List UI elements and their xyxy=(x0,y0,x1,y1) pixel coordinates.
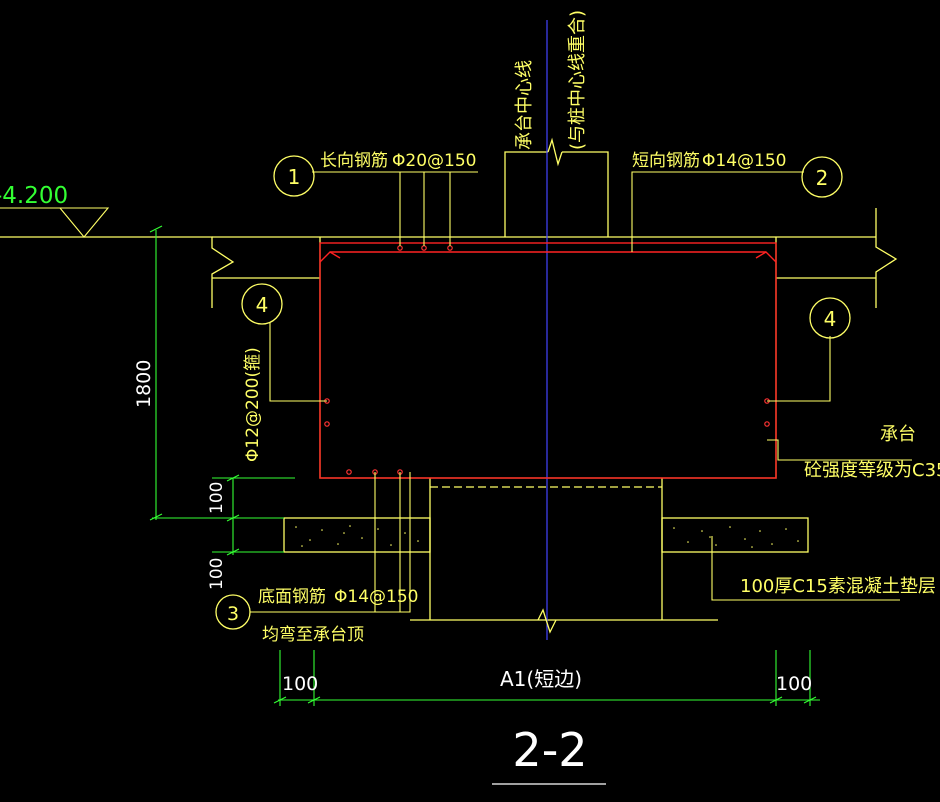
callout-3-number: 3 xyxy=(227,603,239,625)
callout-3-spec: Φ14@150 xyxy=(334,587,418,607)
span-dimension-text: A1(短边) xyxy=(500,667,582,691)
top-bar-hook-left xyxy=(319,251,341,263)
callout-circles xyxy=(215,155,851,630)
centerline-label: 承台中心线 xyxy=(514,60,535,150)
elevation-marker: -4.200 xyxy=(0,183,110,238)
callout-3-note: 均弯至承台顶 xyxy=(262,625,364,645)
callout-circle-3 xyxy=(215,594,251,630)
pile-cap-label: 承台 xyxy=(880,424,916,445)
callout-circle-4-right xyxy=(809,297,851,339)
ground-break-right xyxy=(875,208,898,308)
elevation-label: -4.200 xyxy=(0,183,68,209)
offset-top-dimension-text: 100 xyxy=(207,482,227,514)
stirrup-outline xyxy=(319,242,777,479)
column-left-side xyxy=(504,151,548,237)
column-right-side xyxy=(562,151,609,237)
callout-3-name: 底面钢筋 xyxy=(258,587,326,607)
section-title: 2-2 xyxy=(512,723,587,777)
cushion-right xyxy=(661,517,809,553)
dimension-lines xyxy=(149,225,820,706)
height-dimension-text: 1800 xyxy=(133,360,155,408)
cushion-left xyxy=(283,517,431,553)
leader-lines xyxy=(250,171,912,613)
rebar-dot xyxy=(397,245,403,251)
rebar-dot xyxy=(447,245,453,251)
rebar-dot xyxy=(764,421,770,427)
rebar-dot xyxy=(346,469,352,475)
cushion-texture xyxy=(295,525,799,548)
centerline-note: (与桩中心线重合) xyxy=(567,10,588,150)
callout-2-name: 短向钢筋 xyxy=(632,151,700,171)
centerline-break-top xyxy=(547,137,563,167)
offset-bottom-dimension-text: 100 xyxy=(207,558,227,590)
callout-2-spec: Φ14@150 xyxy=(702,151,786,171)
rebar-cage xyxy=(319,242,777,479)
callout-1-name: 长向钢筋 xyxy=(320,151,388,171)
right-width-dimension-text: 100 xyxy=(776,673,812,695)
rebar-dot xyxy=(324,421,330,427)
callout-4-left-number: 4 xyxy=(256,293,269,317)
callout-2-number: 2 xyxy=(816,166,829,190)
left-width-dimension-text: 100 xyxy=(282,673,318,695)
callout-circle-2 xyxy=(801,156,843,198)
ground-line-left xyxy=(0,236,235,308)
callout-4-left-spec: Φ12@200(箍) xyxy=(243,347,263,462)
callout-1-number: 1 xyxy=(288,165,301,189)
callout-circle-1 xyxy=(273,155,315,197)
cushion-label: 100厚C15素混凝土垫层 xyxy=(740,576,936,597)
centerline-break-bottom xyxy=(537,608,557,634)
top-bar-hook-right xyxy=(755,251,777,263)
callout-4-right-number: 4 xyxy=(824,307,837,331)
callout-1-spec: Φ20@150 xyxy=(392,151,476,171)
callout-circle-4-left xyxy=(241,283,283,325)
rebar-dot xyxy=(421,245,427,251)
concrete-grade-label: 砼强度等级为C35 xyxy=(804,460,940,481)
pile-cap-outline xyxy=(319,237,777,479)
